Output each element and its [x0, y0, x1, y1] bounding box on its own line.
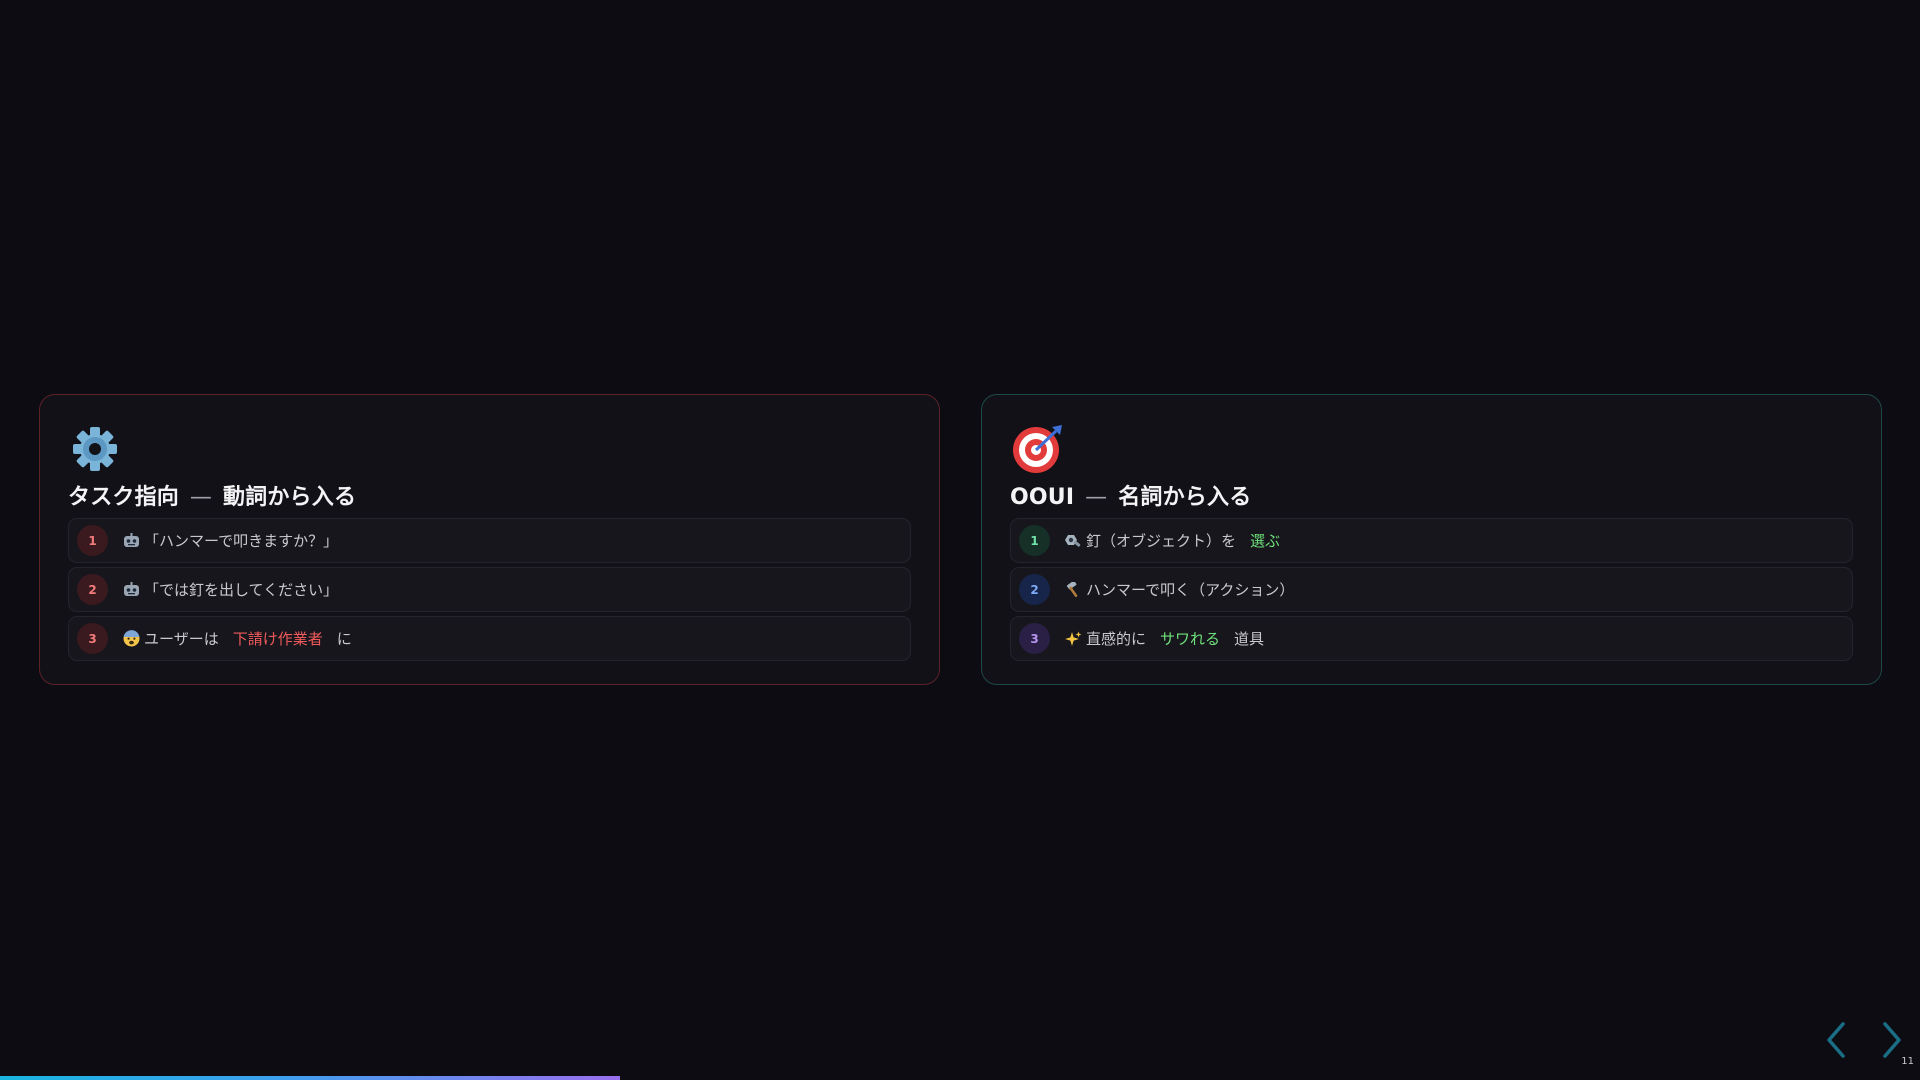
- step-highlight: サワれる: [1160, 630, 1221, 648]
- step-text-after: 道具: [1234, 630, 1265, 648]
- list-item: 3 直感的に サワれる 道具: [1010, 616, 1853, 661]
- step-text-after: に: [336, 630, 352, 648]
- step-highlight: 選ぶ: [1250, 532, 1281, 550]
- task-card-title: タスク指向 — 動詞から入る: [68, 479, 911, 511]
- title-sub: 動詞から入る: [222, 485, 357, 510]
- step-number: 1: [1019, 525, 1050, 556]
- ooui-card-title: OOUI — 名詞から入る: [1010, 479, 1853, 511]
- robot-icon: [121, 581, 141, 599]
- step-text: 直感的に: [1086, 630, 1147, 648]
- target-icon: [1013, 425, 1062, 473]
- hammer-icon: [1063, 581, 1083, 599]
- ooui-steps: 1 釘（オブジェクト）を 選ぶ 2 ハンマーで叩く（アクション） 3: [1010, 518, 1853, 661]
- title-sub: 名詞から入る: [1118, 485, 1252, 510]
- list-item: 3 ユーザーは 下請け作業者 に: [68, 616, 911, 661]
- step-number: 3: [1019, 623, 1050, 654]
- title-dash: —: [1085, 485, 1108, 510]
- robot-icon: [121, 532, 141, 550]
- task-oriented-card: タスク指向 — 動詞から入る 1 「ハンマーで叩きますか？」 2: [39, 394, 940, 685]
- ooui-card: OOUI — 名詞から入る 1 釘（オブジェクト）を 選ぶ 2: [981, 394, 1882, 685]
- chevron-left-icon: [1827, 1022, 1845, 1058]
- list-item: 2 ハンマーで叩く（アクション）: [1010, 567, 1853, 612]
- anxious-face-icon: [121, 630, 141, 648]
- chevron-right-icon: [1883, 1022, 1901, 1058]
- step-text: 釘（オブジェクト）を: [1086, 532, 1237, 550]
- step-text: 「ハンマーで叩きますか？」: [144, 532, 339, 550]
- step-text: 「では釘を出してください」: [144, 581, 339, 599]
- sparkles-icon: [1063, 630, 1083, 648]
- page-number: 11: [1901, 1056, 1914, 1067]
- nut-bolt-icon: [1063, 532, 1083, 550]
- title-main: OOUI: [1010, 485, 1075, 510]
- step-number: 2: [77, 574, 108, 605]
- next-slide-button[interactable]: [1874, 1020, 1910, 1060]
- list-item: 1 釘（オブジェクト）を 選ぶ: [1010, 518, 1853, 563]
- step-text: ハンマーで叩く（アクション）: [1086, 581, 1295, 599]
- title-main: タスク指向: [68, 485, 180, 510]
- list-item: 1 「ハンマーで叩きますか？」: [68, 518, 911, 563]
- task-steps: 1 「ハンマーで叩きますか？」 2 「では釘を出してください」 3: [68, 518, 911, 661]
- step-number: 2: [1019, 574, 1050, 605]
- step-number: 3: [77, 623, 108, 654]
- slide-progress-bar: [0, 1076, 1920, 1080]
- step-text: ユーザーは: [144, 630, 219, 648]
- step-number: 1: [77, 525, 108, 556]
- list-item: 2 「では釘を出してください」: [68, 567, 911, 612]
- progress-fill: [0, 1076, 621, 1080]
- title-dash: —: [189, 485, 213, 510]
- step-highlight: 下請け作業者: [232, 630, 323, 648]
- comparison-cards: タスク指向 — 動詞から入る 1 「ハンマーで叩きますか？」 2: [39, 394, 1882, 685]
- gear-icon: [73, 427, 117, 471]
- prev-slide-button[interactable]: [1818, 1020, 1854, 1060]
